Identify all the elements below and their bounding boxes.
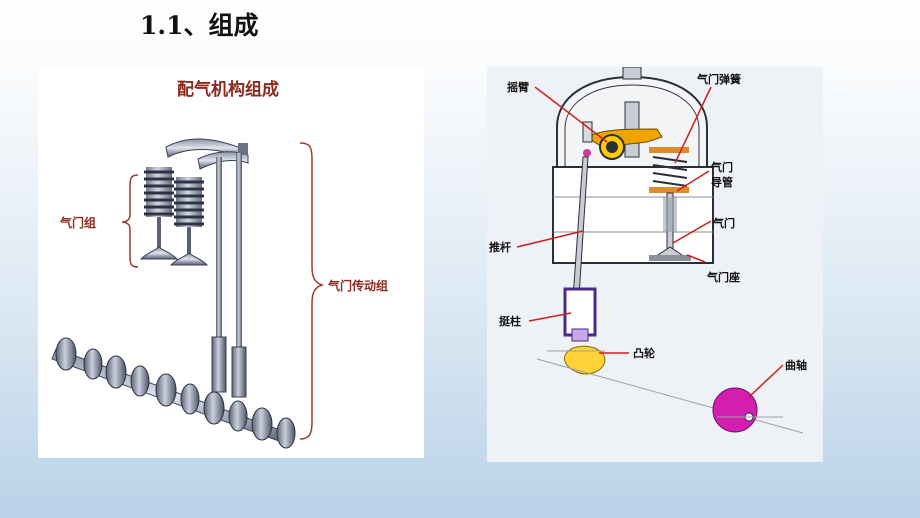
label-rocker-arm: 摇臂 bbox=[507, 80, 529, 94]
label-crankshaft: 曲轴 bbox=[785, 358, 807, 372]
cover-bolt bbox=[622, 66, 642, 80]
valve-spring bbox=[174, 177, 204, 227]
valve-cover-inner bbox=[564, 84, 700, 167]
cam-lobe bbox=[563, 345, 606, 375]
camshaft bbox=[51, 337, 296, 449]
label-valve-group: 气门组 bbox=[59, 215, 96, 230]
tappet bbox=[211, 336, 227, 393]
valve-group-bracket bbox=[121, 174, 139, 268]
adjusting-screw bbox=[582, 121, 593, 143]
label-cam: 凸轮 bbox=[633, 346, 655, 360]
slide-title: 1.1、组成 bbox=[140, 11, 259, 40]
valve-guide bbox=[663, 197, 677, 232]
rocker-arm bbox=[197, 151, 249, 170]
axis-line bbox=[536, 358, 804, 434]
label-valve-guide-line2: 导管 bbox=[711, 175, 733, 189]
valve-head bbox=[169, 252, 209, 266]
push-rod bbox=[236, 153, 242, 385]
label-valve-spring: 气门弹簧 bbox=[696, 72, 741, 86]
cross-section-diagram: 摇臂 气门弹簧 气门 导管 气门 推杆 气门座 挺柱 凸轮 曲轴 bbox=[489, 66, 807, 434]
valve-seat bbox=[649, 255, 691, 261]
tappet-base bbox=[571, 328, 589, 342]
label-tappet: 挺柱 bbox=[499, 314, 521, 328]
valve-stem bbox=[187, 227, 191, 257]
valve-spring bbox=[649, 147, 689, 193]
tappet bbox=[231, 346, 247, 398]
valve-spring bbox=[144, 167, 174, 217]
drive-group-bracket bbox=[299, 142, 325, 440]
label-valve-guide-line1: 气门 bbox=[710, 160, 733, 174]
valve-mechanism-figure: 配气机构组成 bbox=[38, 67, 424, 458]
valve-train-cross-section: 摇臂 气门弹簧 气门 导管 气门 推杆 气门座 挺柱 凸轮 曲轴 bbox=[487, 66, 823, 462]
label-valve-seat: 气门座 bbox=[706, 270, 740, 284]
label-valve: 气门 bbox=[712, 216, 735, 230]
valve-mechanism-illustration: 配气机构组成 bbox=[51, 79, 388, 449]
tappet bbox=[563, 287, 597, 337]
figure-heading: 配气机构组成 bbox=[177, 79, 279, 100]
rocker-pivot-center bbox=[606, 141, 618, 153]
label-push-rod: 推杆 bbox=[489, 240, 511, 254]
label-drive-group: 气门传动组 bbox=[327, 278, 388, 293]
push-rod bbox=[216, 157, 222, 387]
rocker-shaft bbox=[238, 143, 248, 155]
leader-lines bbox=[516, 86, 784, 398]
push-rod-joint bbox=[583, 149, 591, 157]
valve-stem bbox=[157, 217, 161, 252]
valve-head bbox=[139, 246, 179, 260]
crankshaft bbox=[712, 387, 758, 433]
